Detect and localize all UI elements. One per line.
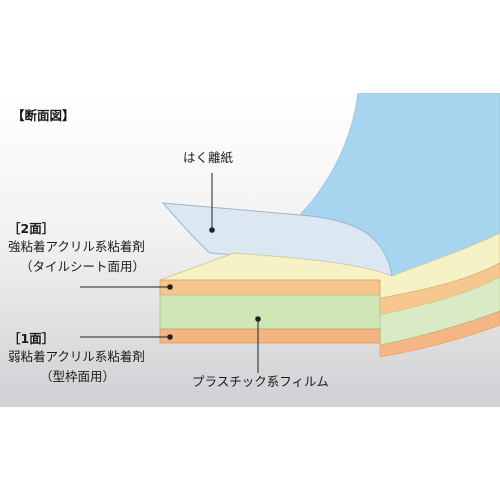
side1-title: ［1面］ xyxy=(8,331,55,346)
side2-adhesive-label: 強粘着アクリル系粘着剤 xyxy=(8,239,145,254)
side1-use-label: （型枠面用） xyxy=(40,369,116,384)
film-leader-dot xyxy=(255,316,261,322)
film-label: プラスチック系フィルム xyxy=(192,374,329,389)
top-adhesive-layer xyxy=(159,279,381,296)
film-layer xyxy=(159,294,381,330)
side2-title: ［2面］ xyxy=(8,221,55,236)
cross-section-diagram: 【断面図】 はく離紙 ［2面］ 強粘着アクリル系粘着剤 （タイルシート面用） ［… xyxy=(0,93,500,407)
diagram-heading: 【断面図】 xyxy=(12,108,75,123)
bottom-adhesive-layer xyxy=(159,328,381,344)
side2-leader-dot xyxy=(167,284,173,290)
liner-leader-dot xyxy=(209,227,215,233)
release-liner-label: はく離紙 xyxy=(183,150,234,165)
side1-adhesive-label: 弱粘着アクリル系粘着剤 xyxy=(8,349,145,364)
bottom-adhesive-curve xyxy=(379,310,500,358)
layer-illustration xyxy=(80,93,500,373)
side2-use-label: （タイルシート面用） xyxy=(20,259,146,274)
side1-leader-dot xyxy=(167,334,173,340)
